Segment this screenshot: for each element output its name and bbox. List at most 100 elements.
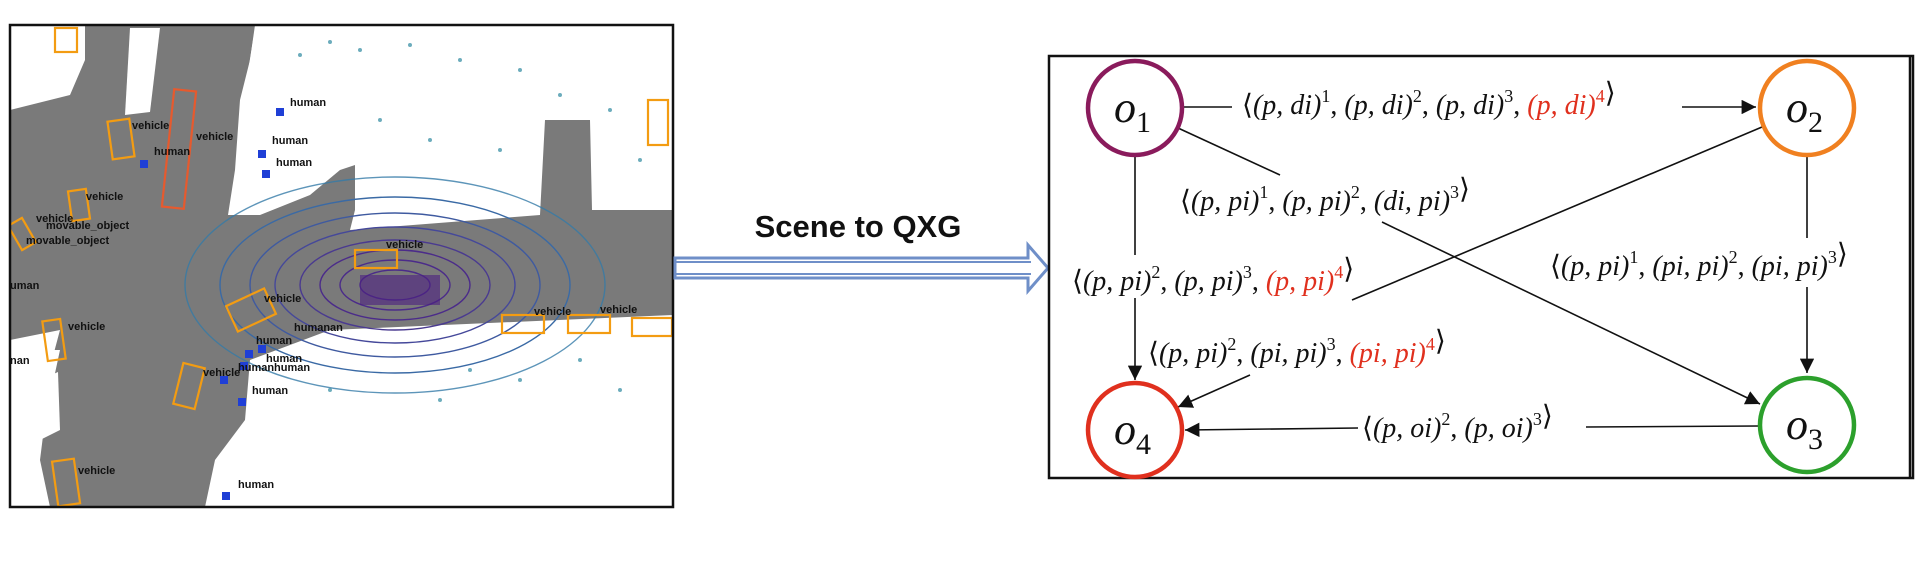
- human-box: [240, 362, 248, 370]
- vehicle-box: [66, 187, 92, 223]
- human-boxes: [140, 108, 284, 500]
- relation-term: (p, pi): [1191, 186, 1259, 217]
- scene-label: human: [290, 97, 326, 109]
- relation-term: (p, pi): [1083, 266, 1151, 297]
- scene-label: vehicle: [600, 304, 637, 316]
- edge-label-o1-o3: ⟨(p, pi)1, (p, pi)2, (di, pi)3⟩: [1180, 174, 1470, 217]
- vehicle-box: [53, 26, 79, 54]
- human-box: [245, 350, 253, 358]
- graph-edges: [1127, 99, 1815, 438]
- node-o4: o4: [1085, 380, 1185, 480]
- relation-term: (p, pi): [1159, 338, 1227, 369]
- vehicle-box: [566, 313, 612, 335]
- edge-line-o1-o3: [1177, 127, 1281, 176]
- human-box: [220, 376, 228, 384]
- edge-line-o2-o4: [1177, 374, 1251, 408]
- vehicle-box: [171, 361, 207, 411]
- scene-label: vehicle: [386, 239, 423, 251]
- human-box: [222, 492, 230, 500]
- scene-label: human: [238, 479, 274, 491]
- node-label: o2: [1786, 83, 1823, 139]
- relation-term: (p, pi): [1174, 266, 1242, 297]
- vehicle-boxes: [10, 26, 673, 507]
- road-white-gaps: [10, 28, 275, 440]
- scene-label: vehicle: [264, 293, 301, 305]
- node-subscript: 4: [1136, 428, 1151, 461]
- edge-label-o2-o3: ⟨(p, pi)1, (pi, pi)2, (pi, pi)3⟩: [1550, 239, 1848, 282]
- graph-nodes: o1 o2 o3 o4: [1085, 58, 1857, 480]
- scene-label: movable_object: [46, 220, 129, 232]
- frame-index: 4: [1426, 334, 1435, 354]
- node-circle: [1757, 58, 1857, 158]
- scene-label: movable_object: [26, 235, 109, 247]
- relation-term: (pi, pi): [1250, 338, 1326, 369]
- edge-line-o3-o4: [1184, 422, 1359, 438]
- scene-labels: vehicle vehicle human human human human …: [10, 97, 637, 491]
- human-box: [258, 150, 266, 158]
- scene-label: humanan: [294, 322, 343, 334]
- node-letter: o: [1786, 400, 1808, 449]
- frame-index: 4: [1596, 86, 1605, 106]
- relation-term: (p, di): [1527, 90, 1595, 121]
- scene-label: vehicle: [196, 131, 233, 143]
- vehicle-box: [106, 117, 136, 161]
- scene-label: vehicle: [203, 367, 240, 379]
- scene-label: human: [252, 385, 288, 397]
- lidar-points: [184, 176, 606, 394]
- transition-arrow: [673, 240, 1050, 296]
- edge-label-o1-o2: ⟨(p, di)1, (p, di)2, (p, di)3, (p, di)4⟩: [1242, 78, 1616, 121]
- node-label: o3: [1786, 400, 1823, 456]
- node-letter: o: [1114, 83, 1136, 132]
- relation-term: (p, oi): [1373, 413, 1441, 444]
- node-letter: o: [1114, 405, 1136, 454]
- node-o2: o2: [1757, 58, 1857, 158]
- node-circle: [1085, 380, 1185, 480]
- vehicle-box: [224, 286, 278, 334]
- vehicle-box: [10, 216, 38, 252]
- edge-line-o3-o4: [1585, 425, 1760, 428]
- scene-label: human: [272, 135, 308, 147]
- relation-term: (pi, pi): [1350, 338, 1426, 369]
- frame-index: 2: [1351, 182, 1360, 202]
- frame-index: 2: [1413, 86, 1422, 106]
- frame-index: 3: [1243, 262, 1252, 282]
- vehicle-box: [50, 457, 82, 507]
- node-subscript: 2: [1808, 106, 1823, 139]
- edge-label-o1-o4: ⟨(p, pi)2, (p, pi)3, (p, pi)4⟩: [1072, 254, 1354, 297]
- scene-label: vehicle: [534, 306, 571, 318]
- scene-label: human: [154, 146, 190, 158]
- relation-term: (di, pi): [1374, 186, 1450, 217]
- frame-index: 3: [1327, 334, 1336, 354]
- frame-index: 4: [1334, 262, 1343, 282]
- scene-label: humanhuman: [238, 362, 310, 374]
- edge-labels: ⟨(p, di)1, (p, di)2, (p, di)3, (p, di)4⟩…: [1072, 78, 1848, 444]
- relation-term: (pi, pi): [1752, 251, 1828, 282]
- frame-index: 3: [1504, 86, 1513, 106]
- scene-label: human: [266, 353, 302, 365]
- edge-line-o2-o4: [1351, 126, 1763, 301]
- edge-line-o1-o3: [1381, 221, 1761, 405]
- scene-label: uman: [10, 280, 40, 292]
- vehicle-box: [500, 313, 546, 335]
- frame-index: 3: [1533, 409, 1542, 429]
- scene-label: vehicle: [132, 120, 169, 132]
- scene-label: vehicle: [78, 465, 115, 477]
- node-o1: o1: [1085, 58, 1185, 158]
- scene-border: [8, 23, 675, 509]
- scene-label: human: [276, 157, 312, 169]
- scene-label: human: [256, 335, 292, 347]
- vehicle-box: [41, 317, 67, 363]
- human-box: [258, 345, 266, 353]
- edge-label-o2-o4: ⟨(p, pi)2, (pi, pi)3, (pi, pi)4⟩: [1148, 326, 1446, 369]
- transition-label: Scene to QXG: [755, 209, 962, 244]
- scene-label: nan: [10, 355, 30, 367]
- frame-index: 1: [1321, 86, 1330, 106]
- node-subscript: 3: [1808, 423, 1823, 456]
- frame-index: 2: [1441, 409, 1450, 429]
- vehicle-box: [353, 248, 399, 270]
- human-box: [262, 170, 270, 178]
- scene-label: vehicle: [36, 213, 73, 225]
- relation-term: (p, pi): [1561, 251, 1629, 282]
- node-o3: o3: [1757, 375, 1857, 475]
- scene-panel: vehicle vehicle human human human human …: [10, 25, 673, 507]
